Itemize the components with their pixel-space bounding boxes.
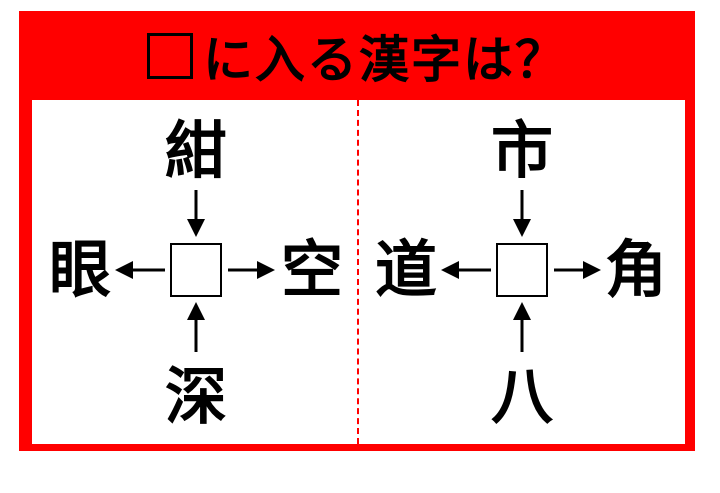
dashed-divider xyxy=(357,100,359,444)
puzzle1-left-kanji: 眼 xyxy=(48,233,111,306)
puzzle1-answer-box[interactable] xyxy=(170,243,222,297)
puzzle2-top-kanji: 市 xyxy=(490,114,553,187)
puzzle1-top-kanji: 紺 xyxy=(164,114,227,187)
puzzle1-right-kanji: 空 xyxy=(280,233,343,306)
puzzle2-answer-box[interactable] xyxy=(496,243,548,297)
puzzle2-bottom-kanji: 八 xyxy=(490,360,553,433)
puzzle2-left-kanji: 道 xyxy=(374,233,437,306)
puzzle2-right-kanji: 角 xyxy=(604,233,667,306)
puzzle1-bottom-kanji: 深 xyxy=(164,360,227,433)
title-bar: に入る漢字は？ xyxy=(19,11,695,100)
blank-square-icon xyxy=(147,32,193,79)
title-text: に入る漢字は？ xyxy=(203,30,567,89)
